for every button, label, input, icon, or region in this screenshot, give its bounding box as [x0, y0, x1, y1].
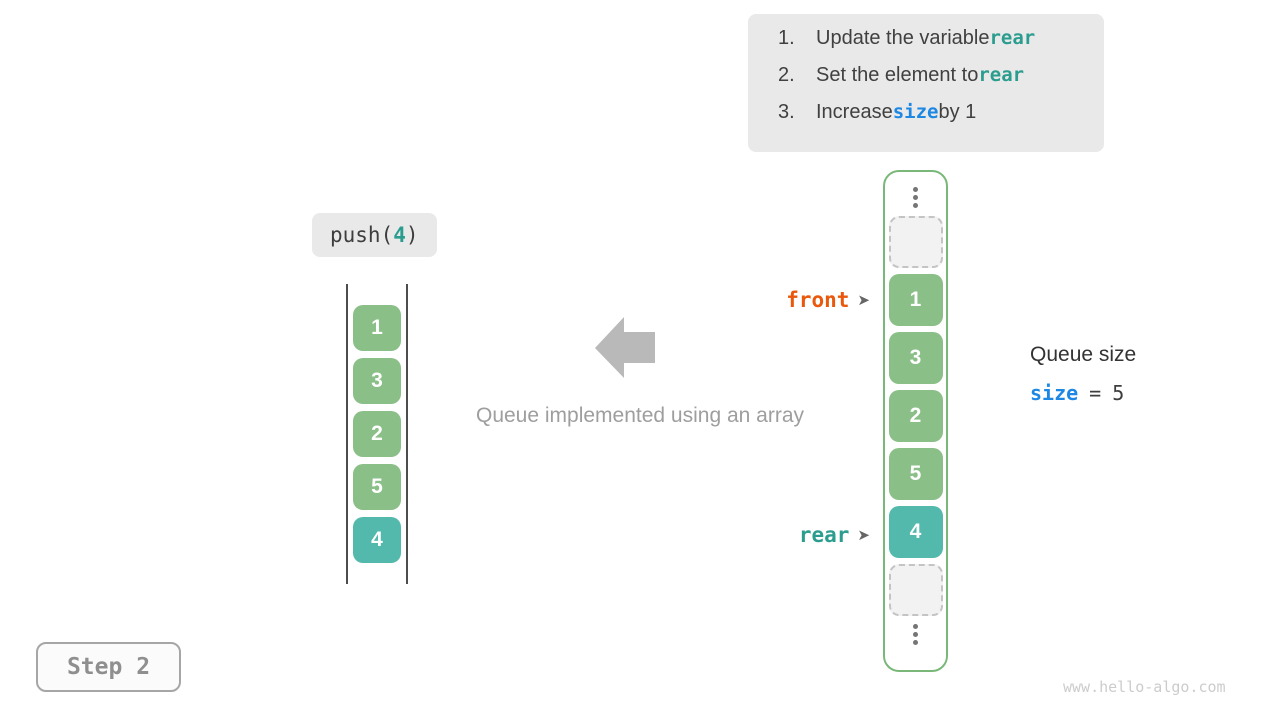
size-variable: size — [1030, 381, 1079, 405]
ellipsis-icon — [913, 616, 918, 653]
array-cell-empty — [888, 216, 943, 268]
diagram-caption: Queue implemented using an array — [475, 404, 805, 427]
code-token-rear: rear — [978, 64, 1025, 86]
step-text: Update the variable — [816, 27, 990, 49]
step-number: 1. — [778, 27, 795, 49]
step-text-suffix: by 1 — [938, 101, 977, 123]
array-diagram: 1 3 2 5 4 — [883, 170, 948, 672]
pointer-arrow-icon: ➤ — [857, 291, 870, 309]
rear-pointer-label: rear — [798, 523, 850, 547]
array-cell-rear: 4 — [888, 506, 943, 558]
array-cell: 3 — [888, 332, 943, 384]
array-cells: 1 3 2 5 4 — [888, 216, 943, 616]
step-number: 2. — [778, 64, 795, 86]
instruction-panel: 1. Update the variable rear 2. Set the e… — [748, 14, 1104, 152]
array-cell: 5 — [888, 448, 943, 500]
instruction-step-1: 1. Update the variable rear — [778, 27, 1084, 64]
queue-size-panel: Queue size size = 5 — [1030, 343, 1136, 405]
step-text: Increase — [816, 101, 893, 123]
front-pointer: front ➤ — [755, 288, 870, 312]
stack-diagram: 1 3 2 5 4 — [346, 284, 408, 584]
array-cell: 2 — [888, 390, 943, 442]
array-cell-front: 1 — [888, 274, 943, 326]
queue-size-value-line: size = 5 — [1030, 381, 1136, 405]
equals-sign: = — [1089, 381, 1102, 405]
operation-name: push( — [330, 223, 394, 247]
stack-cell-new: 4 — [353, 517, 401, 563]
size-value: 5 — [1112, 381, 1125, 405]
stack-right-wall — [406, 284, 408, 584]
dot — [913, 632, 918, 637]
dot — [913, 203, 918, 208]
ellipsis-icon — [913, 179, 918, 216]
operation-close-paren: ) — [405, 223, 419, 247]
watermark: www.hello-algo.com — [1063, 678, 1226, 696]
stack-cell: 3 — [353, 358, 401, 404]
stack-left-wall — [346, 284, 348, 584]
operation-argument: 4 — [393, 223, 406, 247]
array-cell-empty — [888, 564, 943, 616]
step-number: 3. — [778, 101, 795, 123]
left-arrow-icon — [595, 317, 655, 378]
dot — [913, 195, 918, 200]
dot — [913, 187, 918, 192]
stack-cell: 1 — [353, 305, 401, 351]
operation-label: push( 4 ) — [312, 213, 437, 257]
instruction-step-3: 3. Increase size by 1 — [778, 101, 1084, 138]
front-pointer-label: front — [786, 288, 850, 312]
stack-cell: 5 — [353, 464, 401, 510]
step-text: Set the element to — [816, 64, 979, 86]
rear-pointer: rear ➤ — [755, 523, 870, 547]
pointer-arrow-icon: ➤ — [857, 526, 870, 544]
stack-cells: 1 3 2 5 4 — [353, 305, 401, 563]
step-badge: Step 2 — [36, 642, 181, 692]
queue-size-title: Queue size — [1030, 343, 1137, 366]
instruction-step-2: 2. Set the element to rear — [778, 64, 1084, 101]
stack-cell: 2 — [353, 411, 401, 457]
code-token-size: size — [892, 101, 939, 123]
dot — [913, 640, 918, 645]
dot — [913, 624, 918, 629]
code-token-rear: rear — [989, 27, 1036, 49]
